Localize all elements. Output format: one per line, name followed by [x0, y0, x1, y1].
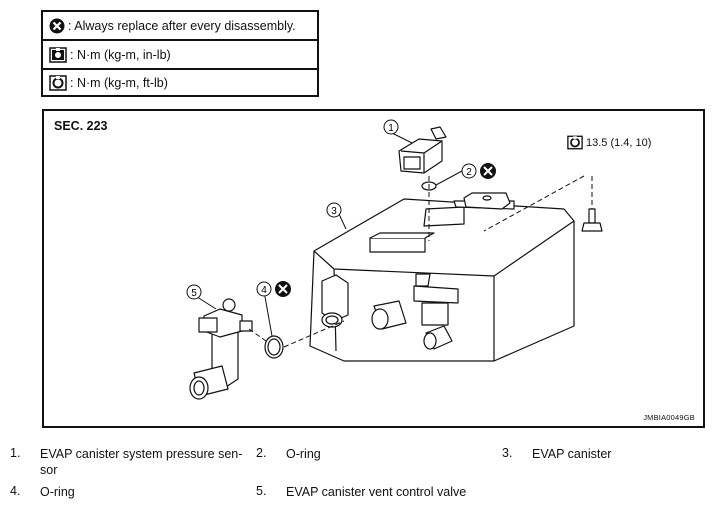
callout-3-text: 3 [331, 206, 337, 217]
torque-value: 13.5 (1.4, 10) [586, 136, 652, 149]
always-replace-icon [49, 18, 65, 33]
part-name-continued: sor [40, 463, 58, 477]
callout-1: 1 [383, 119, 399, 135]
part-5: 5. EVAP canister vent control valve [246, 484, 466, 500]
mounting-bolt [581, 208, 603, 232]
part-3: 3. EVAP canister [492, 446, 611, 462]
torque-annotation: 13.5 (1.4, 10) [567, 135, 651, 150]
part-name: EVAP canister vent control valve [286, 485, 467, 499]
legend-replace-text: : Always replace after every disassembly… [68, 18, 296, 33]
callout-2: 2 [461, 163, 496, 179]
part-number: 2. [256, 446, 267, 460]
part-name: O-ring [40, 485, 75, 499]
section-label: SEC. 223 [54, 119, 108, 133]
callout-2-text: 2 [466, 167, 472, 178]
part-number: 1. [10, 446, 21, 460]
part-name: O-ring [286, 447, 321, 461]
part-1: 1. EVAP canister system pressure sen- so… [0, 446, 255, 478]
figure-frame: SEC. 223 JMBIA0049GB [42, 109, 705, 428]
callout-3: 3 [326, 202, 342, 218]
callout-4: 4 [256, 281, 291, 297]
callout-5: 5 [186, 284, 202, 300]
legend-row-ft-lb: : N·m (kg-m, ft-lb) [41, 68, 319, 97]
torque-ft-lb-icon [49, 74, 67, 91]
exploded-view-drawing: 1 2 3 4 5 [186, 119, 603, 400]
part-number: 3. [502, 446, 513, 460]
part-number: 4. [10, 484, 21, 498]
legend-ft-lb-text: : N·m (kg-m, ft-lb) [70, 75, 168, 90]
part-name: EVAP canister system pressure sen- [40, 447, 243, 461]
part-4: 4. O-ring [0, 484, 75, 500]
legend-row-in-lb: : N·m (kg-m, in-lb) [41, 39, 319, 68]
part-number: 5. [256, 484, 267, 498]
figure-code: JMBIA0049GB [643, 413, 695, 422]
torque-in-lb-icon [49, 46, 67, 63]
pressure-sensor [398, 126, 447, 174]
callout-1-text: 1 [388, 123, 394, 134]
legend-in-lb-text: : N·m (kg-m, in-lb) [70, 47, 171, 62]
torque-ft-lb-icon [567, 135, 583, 150]
part-name: EVAP canister [532, 447, 612, 461]
part-2: 2. O-ring [246, 446, 321, 462]
callout-4-text: 4 [261, 285, 267, 296]
legend-row-replace: : Always replace after every disassembly… [41, 10, 319, 39]
vent-control-valve [189, 298, 253, 400]
callout-5-text: 5 [191, 288, 197, 299]
legend-table: : Always replace after every disassembly… [41, 10, 319, 97]
